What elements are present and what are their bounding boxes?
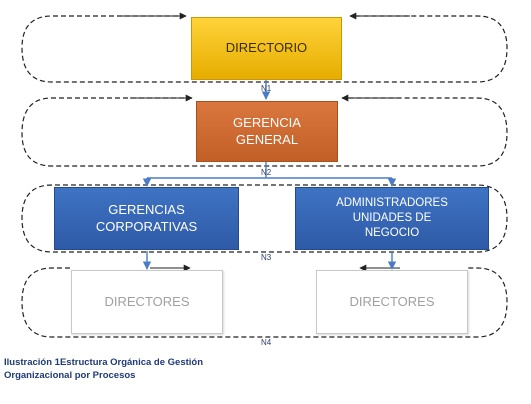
node-gerencias-corporativas-label: GERENCIAS CORPORATIVAS — [95, 201, 198, 234]
node-directorio: DIRECTORIO — [191, 17, 342, 80]
node-gerencias-corporativas: GERENCIAS CORPORATIVAS — [54, 187, 239, 250]
level-label-n1: N1 — [261, 84, 272, 93]
caption-line-2: Organizacional por Procesos — [4, 369, 136, 381]
level-n1-frame — [21, 12, 508, 83]
node-directores-left: DIRECTORES — [71, 270, 223, 334]
caption-line-1: Ilustración 1Estructura Orgánica de Gest… — [4, 357, 204, 368]
node-directores-right-label: DIRECTORES — [349, 293, 435, 309]
node-gerencia-general: GERENCIA GENERAL — [196, 101, 338, 162]
node-directorio-label: DIRECTORIO — [225, 40, 308, 56]
node-administradores-label: ADMINISTRADORES UNIDADES DE NEGOCIO — [336, 197, 448, 239]
level-n4-dashed-loop — [21, 267, 508, 338]
figure-caption: Ilustración 1Estructura Orgánica de Gest… — [4, 357, 304, 383]
level-label-n4: N4 — [261, 338, 272, 347]
level-n1-dashed-loop — [21, 15, 508, 83]
level-n2-frame — [21, 94, 508, 167]
level-n2-dashed-loop — [21, 97, 508, 167]
node-directores-left-label: DIRECTORES — [104, 293, 190, 309]
node-directores-right: DIRECTORES — [316, 270, 468, 334]
hierarchy-connectors — [142, 80, 397, 270]
level-label-n2: N2 — [261, 168, 272, 177]
level-n3-frame — [21, 184, 508, 253]
node-administradores-unidades-negocio: ADMINISTRADORES UNIDADES DE NEGOCIO — [295, 187, 489, 250]
level-label-n3: N3 — [261, 253, 272, 262]
node-gerencia-general-label: GERENCIA GENERAL — [233, 114, 301, 147]
level-n3-dashed-loop — [21, 184, 508, 253]
